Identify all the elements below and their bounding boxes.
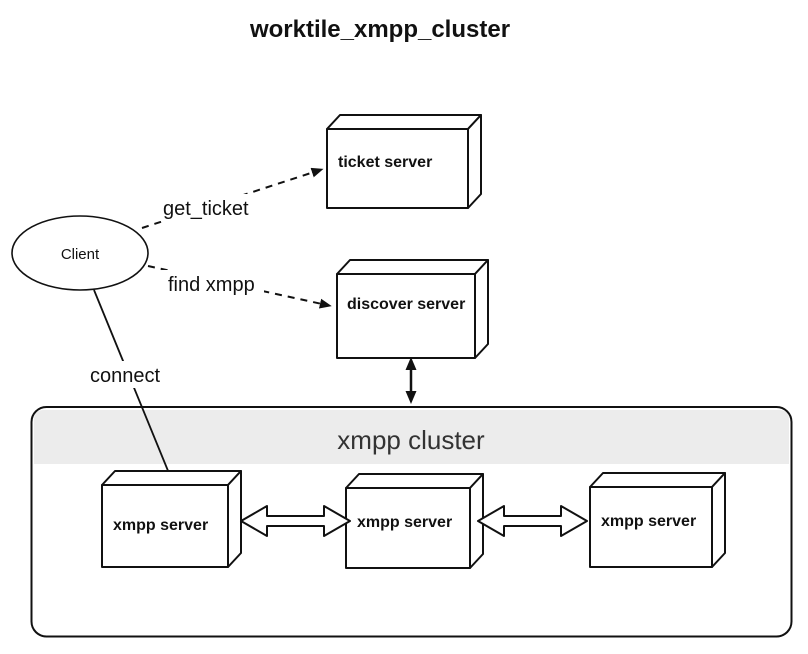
box-front-face xyxy=(326,128,469,209)
edge-label: get_ticket xyxy=(163,198,249,220)
node-discover-server: discover server xyxy=(336,259,489,359)
box-top-face xyxy=(336,259,489,275)
edge-label: connect xyxy=(90,365,160,387)
box-top-face xyxy=(589,472,726,488)
edge-label-connect: connect xyxy=(84,361,176,388)
box-front-face xyxy=(336,273,476,359)
arrow-up-icon xyxy=(405,357,417,370)
node-label: xmpp server xyxy=(357,514,452,531)
open-double-arrow-icon xyxy=(240,505,351,537)
box-side-face xyxy=(227,470,242,568)
node-label: xmpp server xyxy=(601,513,696,530)
edge-label-get-ticket: get_ticket xyxy=(157,194,274,221)
box-side-face xyxy=(474,259,489,359)
edge-label: find xmpp xyxy=(168,274,255,296)
node-xmpp-server-1: xmpp server xyxy=(101,470,242,568)
box-front-face xyxy=(589,486,713,568)
cluster-header-band xyxy=(34,410,789,464)
node-label: xmpp server xyxy=(113,517,208,534)
cluster-label: xmpp cluster xyxy=(337,425,485,455)
edge-label-find-xmpp: find xmpp xyxy=(162,270,264,297)
box-front-face xyxy=(101,484,229,568)
box-top-face xyxy=(345,473,484,489)
node-label: Client xyxy=(61,246,100,263)
client-ellipse xyxy=(11,215,149,291)
node-xmpp-server-3: xmpp server xyxy=(589,472,726,568)
node-label: ticket server xyxy=(338,154,432,171)
node-ticket-server: ticket server xyxy=(326,114,482,209)
open-double-arrow-icon xyxy=(477,505,588,537)
box-top-face xyxy=(326,114,482,130)
node-xmpp-server-2: xmpp server xyxy=(345,473,484,569)
label-background xyxy=(157,194,274,221)
node-client: Client xyxy=(11,215,149,291)
arrow-down-icon xyxy=(405,391,417,404)
label-background xyxy=(84,361,176,388)
label-background xyxy=(162,270,264,297)
box-front-face xyxy=(345,487,471,569)
node-label: discover server xyxy=(347,296,465,313)
diagram-title: worktile_xmpp_cluster xyxy=(249,16,510,43)
edge-discover-cluster-double-arrow xyxy=(405,357,417,404)
box-side-face xyxy=(467,114,482,209)
box-top-face xyxy=(101,470,242,486)
box-side-face xyxy=(711,472,726,568)
